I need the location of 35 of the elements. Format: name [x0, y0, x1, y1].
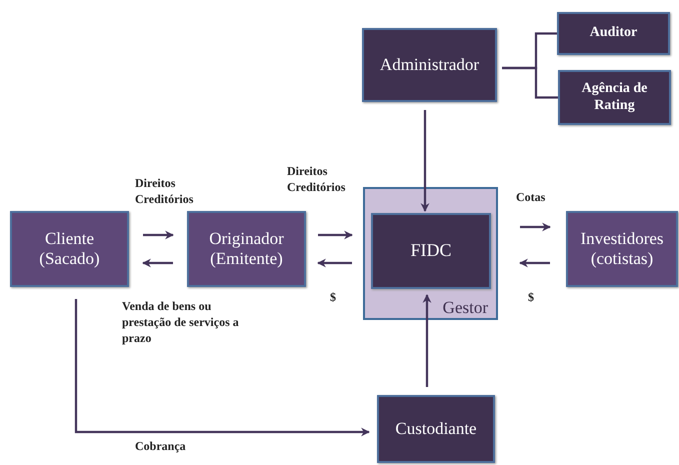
group-box — [363, 187, 498, 320]
node-label: Auditor — [590, 25, 638, 42]
process-box — [557, 12, 670, 55]
node-label: Originador (Emitente) — [208, 228, 285, 270]
edge-label: Direitos Creditórios — [135, 175, 194, 208]
arrow — [519, 258, 550, 268]
node-label: Cliente (Sacado) — [38, 228, 101, 270]
node-label: Administrador — [380, 54, 480, 76]
arrow — [318, 230, 353, 240]
arrow — [142, 258, 173, 268]
process-box — [362, 28, 497, 102]
arrow — [422, 294, 432, 387]
node-label: Agência de Rating — [580, 80, 648, 114]
arrow — [74, 299, 370, 436]
node-label: FIDC — [410, 240, 452, 262]
arrow — [143, 230, 174, 240]
arrow — [420, 110, 430, 212]
node-label: Custodiante — [395, 418, 477, 440]
edge-label: Cotas — [516, 189, 546, 206]
node-label: Investidores (cotistas) — [579, 228, 665, 270]
process-box — [10, 211, 129, 287]
process-box — [371, 213, 491, 289]
connector-line — [502, 66, 558, 99]
arrow — [520, 222, 551, 232]
edge-label: Venda de bens ou prestação de serviços a prazo — [122, 298, 240, 347]
edge-label: Direitos Creditórios — [287, 163, 346, 196]
arrow — [317, 258, 352, 268]
process-box — [566, 211, 678, 287]
process-box — [558, 70, 671, 125]
process-box — [187, 211, 306, 287]
edge-label: $ — [330, 289, 337, 306]
edge-label: $ — [528, 289, 535, 306]
edge-label: Cobrança — [135, 438, 187, 454]
group-title: Gestor — [442, 298, 488, 318]
process-box — [377, 395, 495, 463]
